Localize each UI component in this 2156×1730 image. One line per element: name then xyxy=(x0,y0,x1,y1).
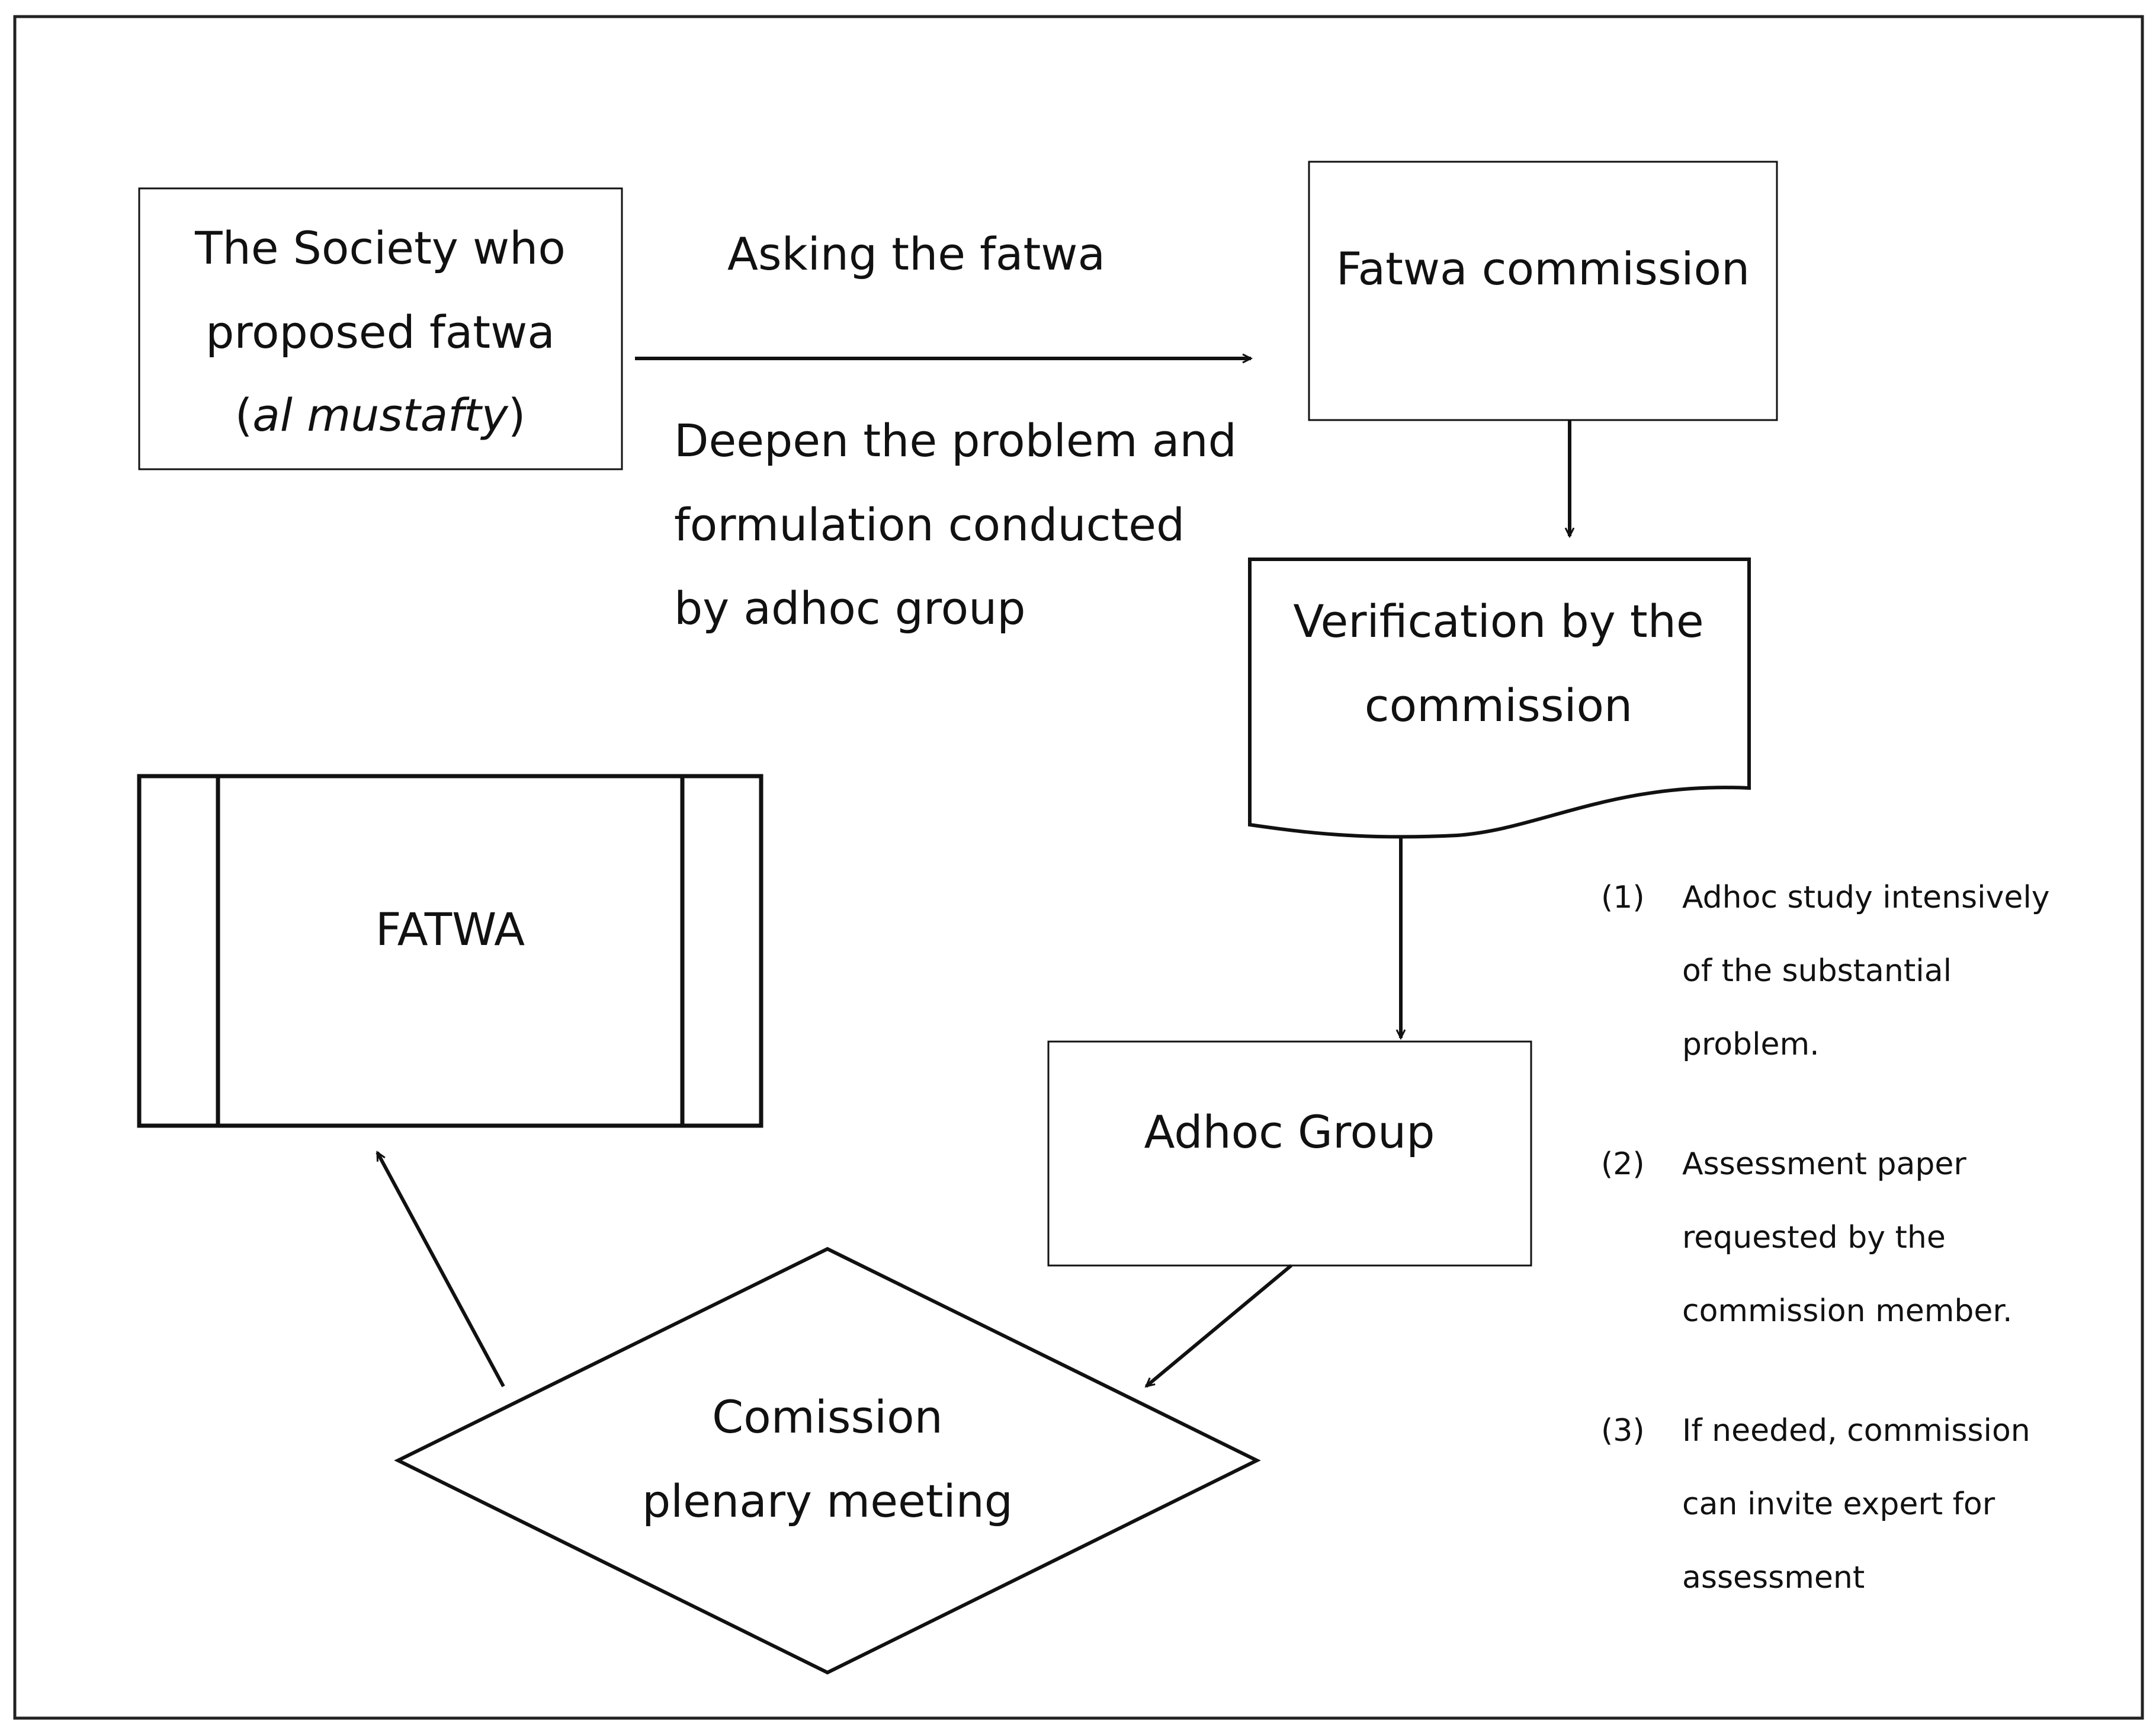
arrow-label-asking: Asking the fatwa xyxy=(727,228,1105,280)
arrow-adhoc-to-plenary xyxy=(1146,1264,1292,1388)
note-line: assessment xyxy=(1682,1560,1865,1596)
fatwa-node: FATWA xyxy=(137,774,763,1128)
fatwa-box xyxy=(137,774,763,1128)
note-item: (2) Assessment paper requested by the co… xyxy=(1601,1146,2013,1329)
society-italic-term: al mustafty xyxy=(252,389,509,441)
note-line: problem. xyxy=(1682,1027,1820,1062)
plenary-line-1: Comission xyxy=(712,1391,943,1443)
verification-line-1: Verification by the xyxy=(1293,595,1703,648)
arrow-plenary-to-fatwa xyxy=(376,1152,505,1388)
verification-document-shape xyxy=(1248,558,1751,839)
outer-frame xyxy=(13,15,2144,1720)
plenary-line-2: plenary meeting xyxy=(642,1475,1013,1527)
adhoc-label: Adhoc Group xyxy=(1144,1106,1435,1158)
society-paren-close: ) xyxy=(508,389,526,441)
note-line: requested by the xyxy=(1682,1220,1946,1255)
arrow-label-deepen-2: formulation conducted xyxy=(674,498,1185,551)
note-number: (2) xyxy=(1601,1146,1645,1182)
plenary-diamond-shape xyxy=(394,1247,1261,1675)
commission-box xyxy=(1308,161,1778,421)
society-paren-open: ( xyxy=(235,389,253,441)
note-item: (3) If needed, commission can invite exp… xyxy=(1601,1413,2030,1596)
note-line: Adhoc study intensively xyxy=(1682,880,2050,915)
verification-node: Verification by the commission xyxy=(1248,558,1751,839)
note-line: commission member. xyxy=(1682,1293,2013,1329)
note-line: can invite expert for xyxy=(1682,1486,1995,1522)
note-number: (3) xyxy=(1601,1413,1645,1449)
society-line-1: The Society who xyxy=(194,222,566,274)
note-line: Assessment paper xyxy=(1682,1146,1966,1182)
plenary-node: Comission plenary meeting xyxy=(394,1247,1261,1675)
note-line: If needed, commission xyxy=(1682,1413,2030,1449)
note-line: of the substantial xyxy=(1682,953,1952,989)
note-number: (1) xyxy=(1601,880,1645,915)
society-line-2: proposed fatwa xyxy=(206,306,555,358)
commission-node: Fatwa commission xyxy=(1308,161,1778,421)
adhoc-node: Adhoc Group xyxy=(1047,1040,1532,1267)
note-item: (1) Adhoc study intensively of the subst… xyxy=(1601,880,2050,1062)
society-node: The Society who proposed fatwa (al musta… xyxy=(138,187,623,470)
society-line-3: (al mustafty) xyxy=(235,389,526,441)
adhoc-box xyxy=(1047,1040,1532,1267)
arrow-label-deepen-1: Deepen the problem and xyxy=(674,414,1237,467)
verification-line-2: commission xyxy=(1365,679,1632,732)
commission-label: Fatwa commission xyxy=(1336,242,1750,295)
notes-list: (1) Adhoc study intensively of the subst… xyxy=(1601,880,2050,1596)
society-box xyxy=(138,187,623,470)
arrow-label-deepen-3: by adhoc group xyxy=(674,582,1026,635)
fatwa-label: FATWA xyxy=(376,903,525,956)
